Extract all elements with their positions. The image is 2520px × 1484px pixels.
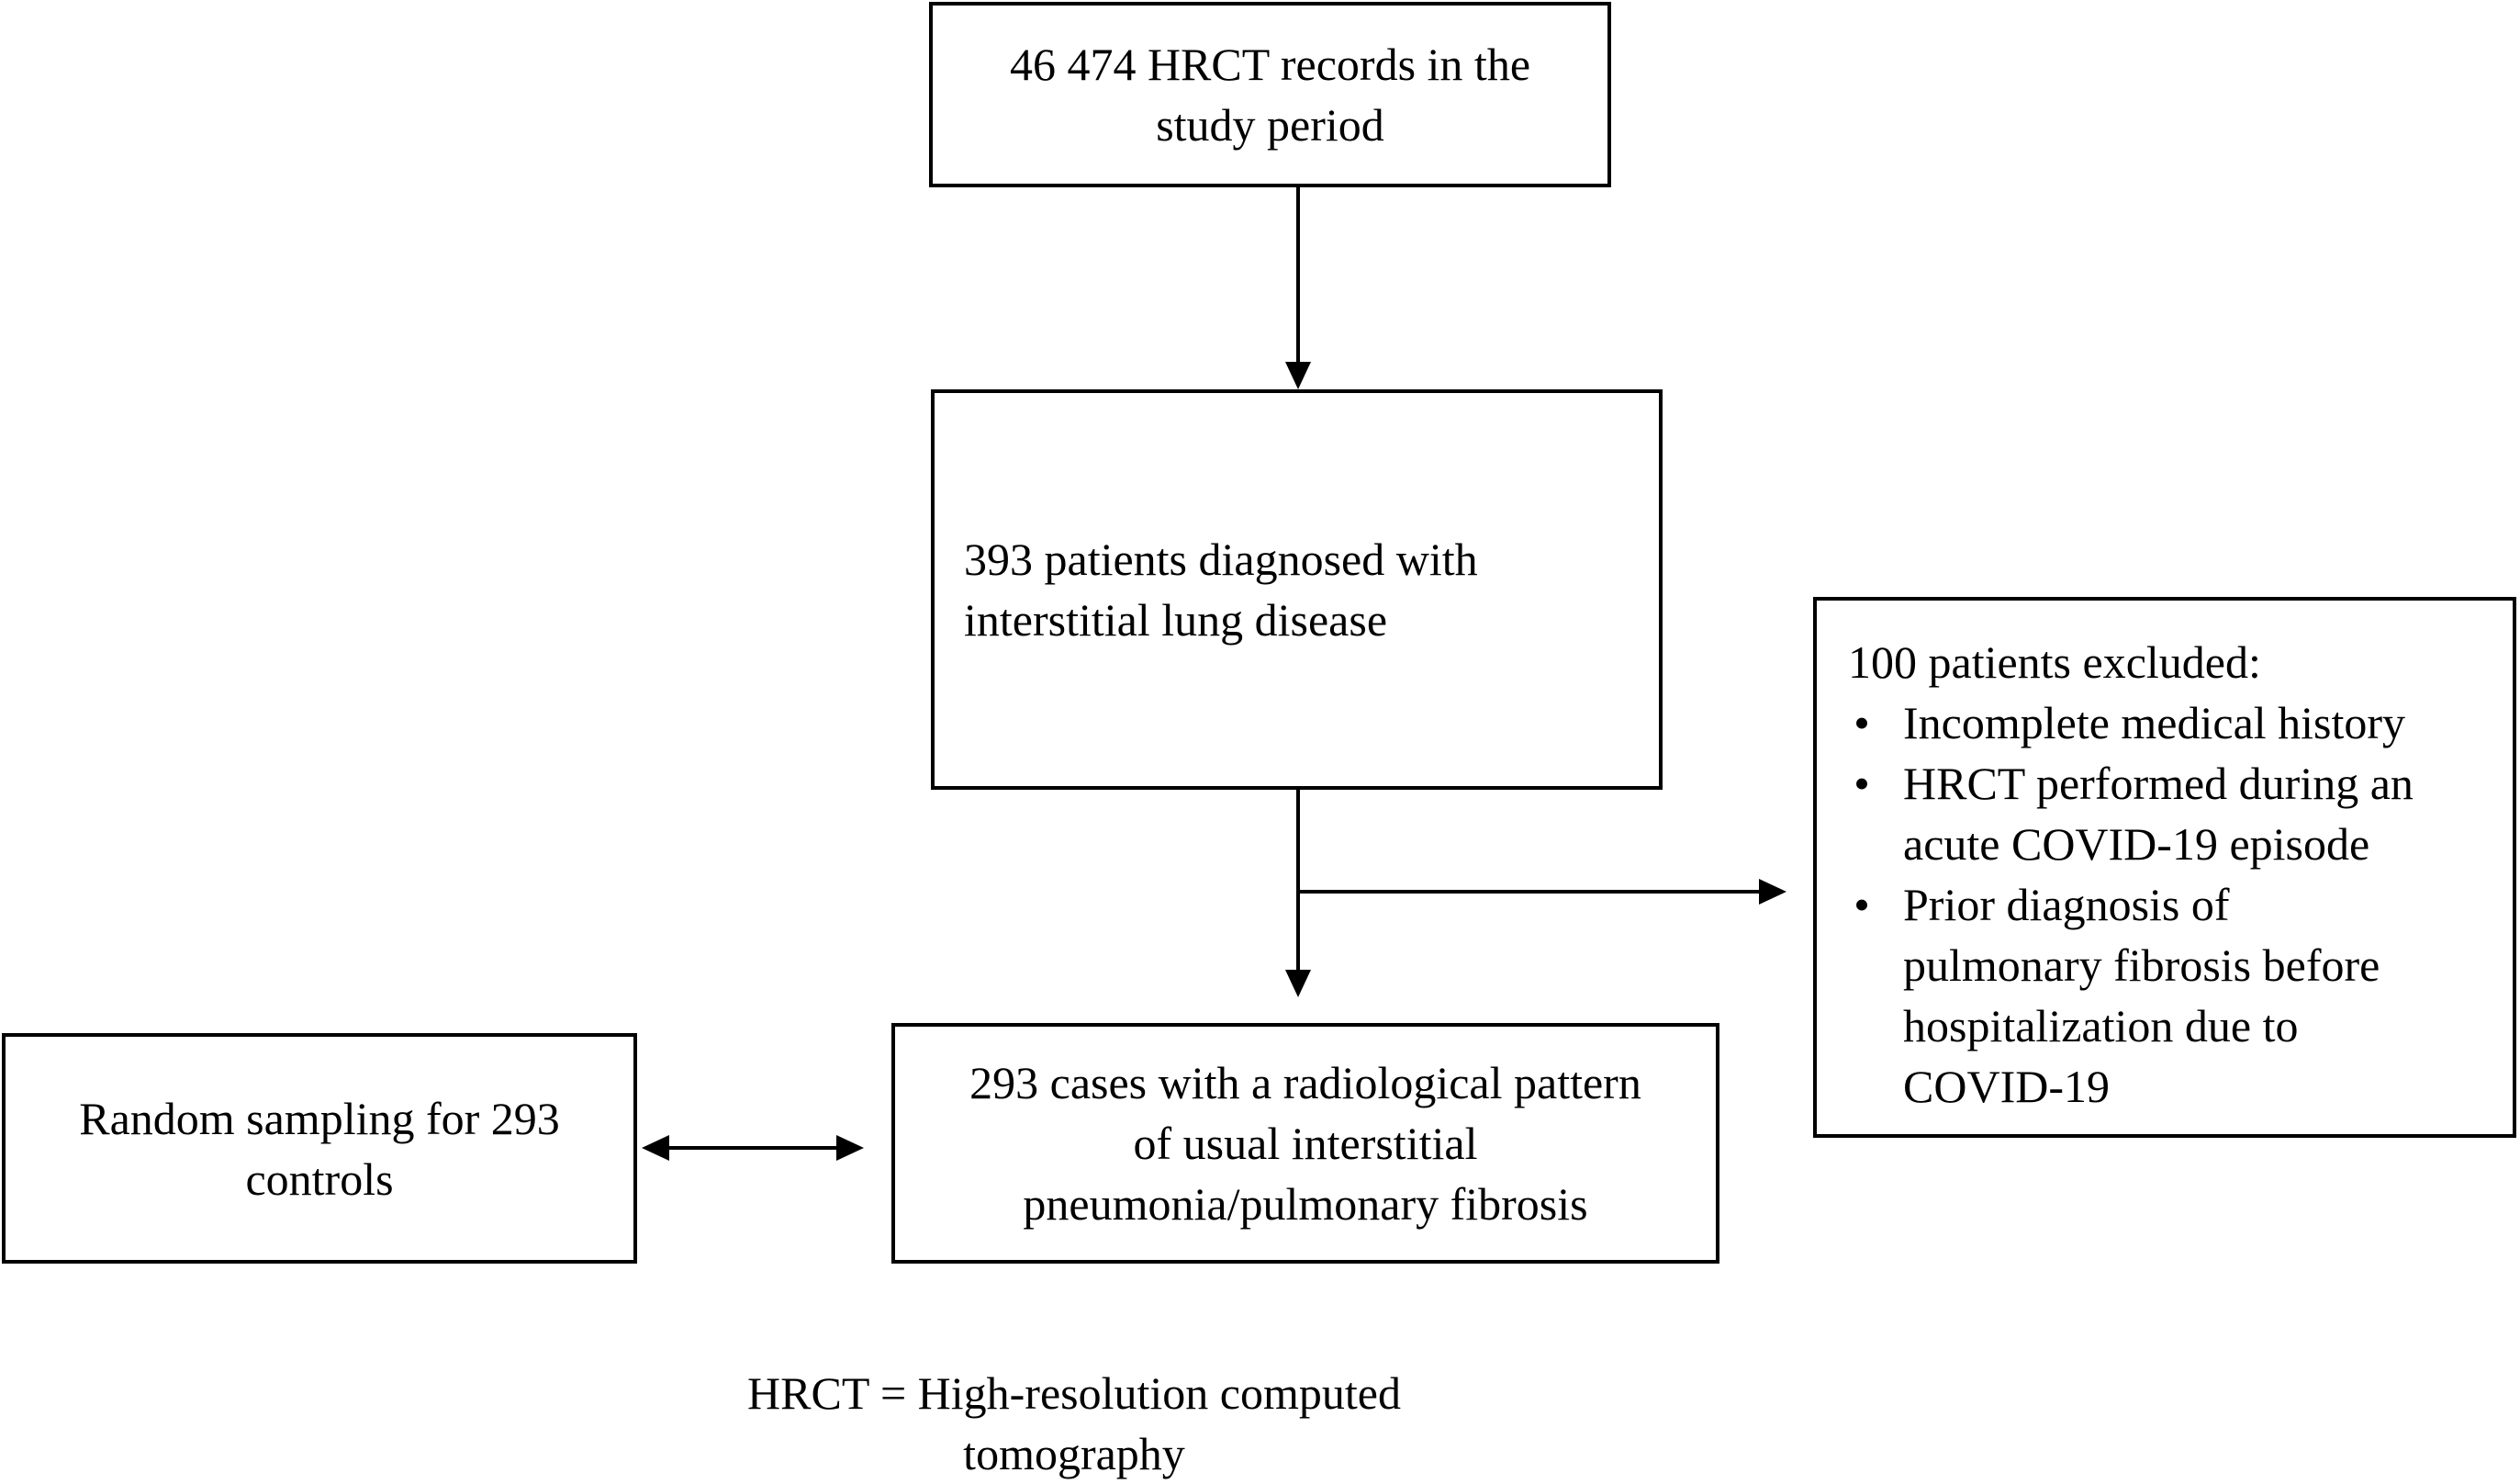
ild-box: 393 patients diagnosed with interstitial…	[931, 389, 1663, 790]
records-text-line: study period	[1156, 99, 1384, 151]
cases-text-line: of usual interstitial	[1133, 1118, 1478, 1169]
bullet-icon: •	[1854, 758, 1870, 809]
exclusion-item: • Prior diagnosis of pulmonary fibrosis …	[1848, 874, 2513, 1117]
arrowhead-controls	[642, 1135, 669, 1161]
exclusion-text-line: acute COVID-19 episode	[1903, 818, 2370, 870]
exclusion-text-line: HRCT performed during an	[1903, 758, 2414, 809]
exclusion-text-line: hospitalization due to	[1903, 1000, 2299, 1051]
abbreviation-footnote: HRCT = High-resolution computed tomograp…	[679, 1363, 1469, 1484]
exclusion-text-line: pulmonary fibrosis before	[1903, 939, 2380, 991]
controls-box: Random sampling for 293 controls	[2, 1033, 637, 1264]
exclusion-text-line: Incomplete medical history	[1903, 697, 2406, 748]
excluded-title: 100 patients excluded:	[1848, 636, 2261, 688]
footnote-line: HRCT = High-resolution computed	[747, 1367, 1401, 1419]
ild-text-line: 393 patients diagnosed with	[964, 534, 1478, 585]
exclusion-item: • Incomplete medical history	[1848, 692, 2513, 753]
bullet-icon: •	[1854, 879, 1870, 930]
footnote-line: tomography	[963, 1428, 1185, 1479]
controls-text-line: controls	[245, 1152, 394, 1205]
exclusion-text-line: COVID-19	[1903, 1061, 2110, 1112]
cases-box: 293 cases with a radiological pattern of…	[891, 1023, 1719, 1264]
exclusion-text-line: Prior diagnosis of	[1903, 879, 2230, 930]
controls-text-line: Random sampling for 293	[79, 1092, 560, 1144]
cases-text-line: 293 cases with a radiological pattern	[969, 1057, 1641, 1108]
arrowhead-ild	[1285, 362, 1311, 389]
exclusion-item: • HRCT performed during an acute COVID-1…	[1848, 753, 2513, 874]
exclusion-list: • Incomplete medical history • HRCT perf…	[1848, 692, 2513, 1117]
arrowhead-cases-left	[836, 1135, 864, 1161]
records-box: 46 474 HRCT records in the study period	[929, 2, 1611, 187]
arrowhead-excluded	[1759, 879, 1786, 905]
cases-text-line: pneumonia/pulmonary fibrosis	[1023, 1178, 1588, 1230]
records-text-line: 46 474 HRCT records in the	[1009, 39, 1531, 90]
ild-text-line: interstitial lung disease	[964, 594, 1388, 646]
excluded-box: 100 patients excluded: • Incomplete medi…	[1813, 597, 2516, 1138]
bullet-icon: •	[1854, 697, 1870, 748]
arrowhead-cases	[1285, 970, 1311, 997]
